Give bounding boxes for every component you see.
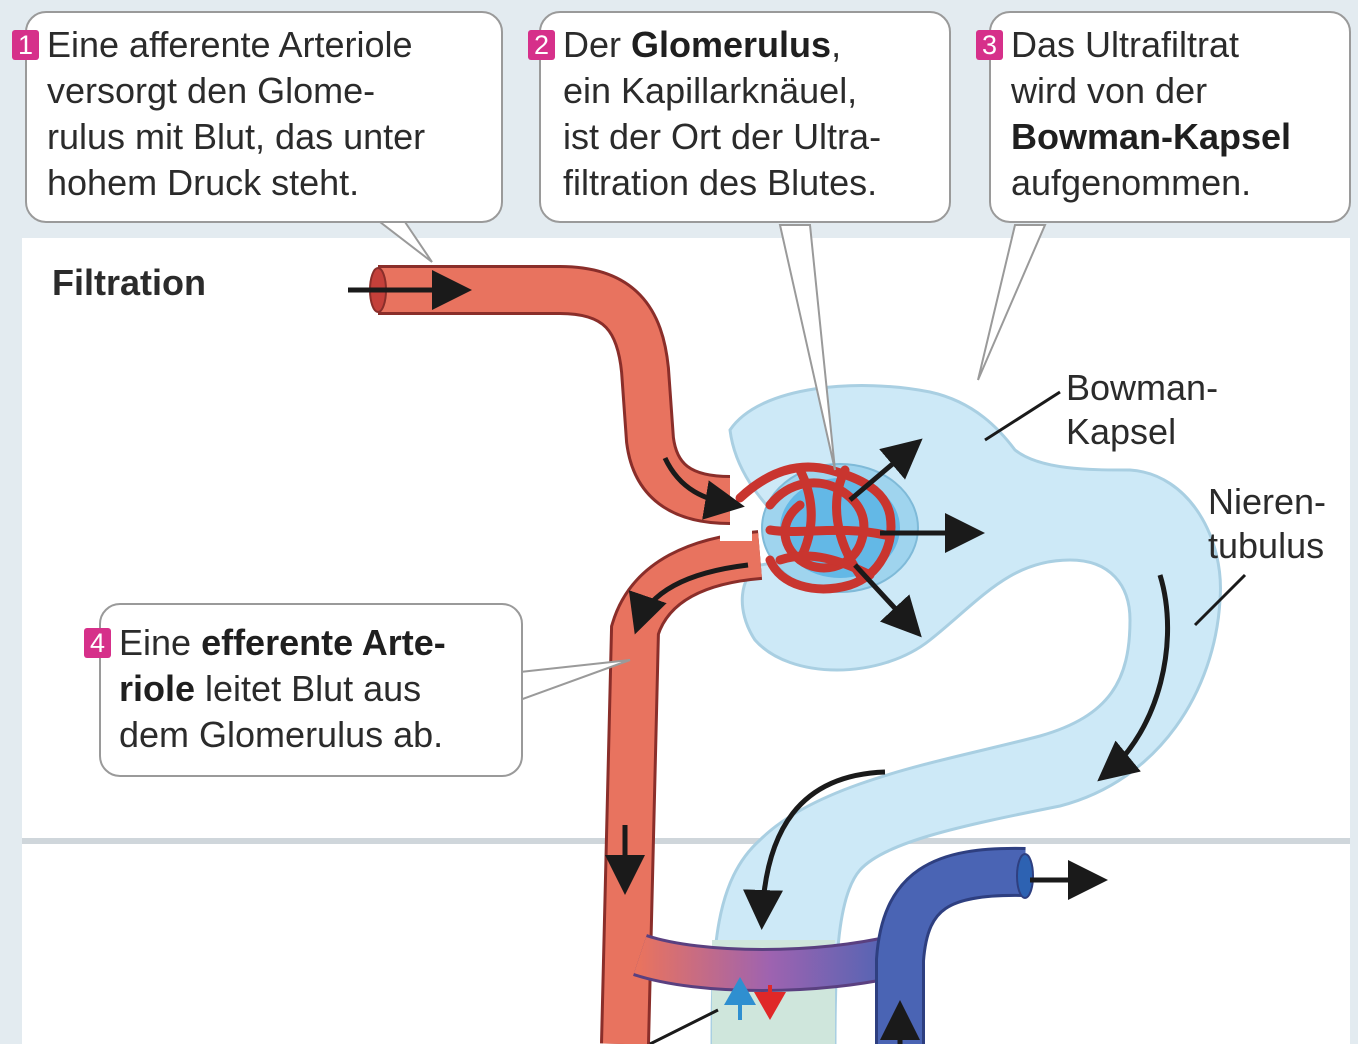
bowman-label-line2: Kapsel <box>1066 410 1218 454</box>
bowman-capsule-label: Bowman- Kapsel <box>1066 366 1218 454</box>
callout-line: 1 Eine afferente Arteriole <box>12 22 425 68</box>
callout-line: filtration des Blutes. <box>528 160 881 206</box>
callout-number-badge: 2 <box>528 30 555 60</box>
callout-text: aufgenommen. <box>1011 162 1251 203</box>
callout-text: ist der Ort der Ultra- <box>563 116 881 157</box>
callout-line: rulus mit Blut, das unter <box>12 114 425 160</box>
callout-text: wird von der <box>1011 70 1207 111</box>
callout-text: ein Kapillarknäuel, <box>563 70 857 111</box>
callout-2: 2 Der Glomerulus, ein Kapillarknäuel, ist d… <box>528 22 881 206</box>
callout-line: 3 Das Ultrafiltrat <box>976 22 1291 68</box>
tubulus-label: Nieren- tubulus <box>1208 480 1326 568</box>
tubulus-label-line1: Nieren- <box>1208 480 1326 524</box>
callout-bold-text: Glomerulus <box>631 24 831 65</box>
tubulus-label-line2: tubulus <box>1208 524 1326 568</box>
callout-line: Bowman-Kapsel <box>976 114 1291 160</box>
callout-text: Eine <box>119 622 201 663</box>
callout-line: ist der Ort der Ultra- <box>528 114 881 160</box>
callout-text: Eine afferente Arteriole <box>47 24 413 65</box>
callout-line: ein Kapillarknäuel, <box>528 68 881 114</box>
callout-text: dem Glomerulus ab. <box>119 714 443 755</box>
callout-text: Der <box>563 24 631 65</box>
callout-text: Das Ultrafiltrat <box>1011 24 1239 65</box>
callout-text: leitet Blut aus <box>195 668 421 709</box>
callout-line: versorgt den Glome- <box>12 68 425 114</box>
callout-line: aufgenommen. <box>976 160 1291 206</box>
callout-line: riole leitet Blut aus <box>84 666 446 712</box>
callout-bold-text: efferente Arte- <box>201 622 446 663</box>
callout-line: 2 Der Glomerulus, <box>528 22 881 68</box>
section-title: Filtration <box>52 262 206 304</box>
callout-bold-text: riole <box>119 668 195 709</box>
afferent-arteriole-shape <box>370 268 730 500</box>
callout-4: 4 Eine efferente Arte-riole leitet Blut a… <box>84 620 446 758</box>
callout-1-body: 1 Eine afferente Arteriole versorgt den Gl… <box>12 22 425 206</box>
callout-text: filtration des Blutes. <box>563 162 877 203</box>
callout-text: , <box>831 24 841 65</box>
callout-number-badge: 3 <box>976 30 1003 60</box>
callout-text: rulus mit Blut, das unter <box>47 116 425 157</box>
callout-1: 1 Eine afferente Arteriole versorgt den Gl… <box>12 22 425 206</box>
callout-text: hohem Druck steht. <box>47 162 359 203</box>
bowman-label-line1: Bowman- <box>1066 366 1218 410</box>
callout-line: wird von der <box>976 68 1291 114</box>
callout-line: hohem Druck steht. <box>12 160 425 206</box>
callout-bold-text: Bowman-Kapsel <box>1011 116 1291 157</box>
callout-number-badge: 4 <box>84 628 111 658</box>
callout-2-body: 2 Der Glomerulus, ein Kapillarknäuel, ist d… <box>528 22 881 206</box>
callout-4-body: 4 Eine efferente Arte-riole leitet Blut a… <box>84 620 446 758</box>
callout-line: 4 Eine efferente Arte- <box>84 620 446 666</box>
callout-text: versorgt den Glome- <box>47 70 375 111</box>
callout-number-badge: 1 <box>12 30 39 60</box>
callout-line: dem Glomerulus ab. <box>84 712 446 758</box>
